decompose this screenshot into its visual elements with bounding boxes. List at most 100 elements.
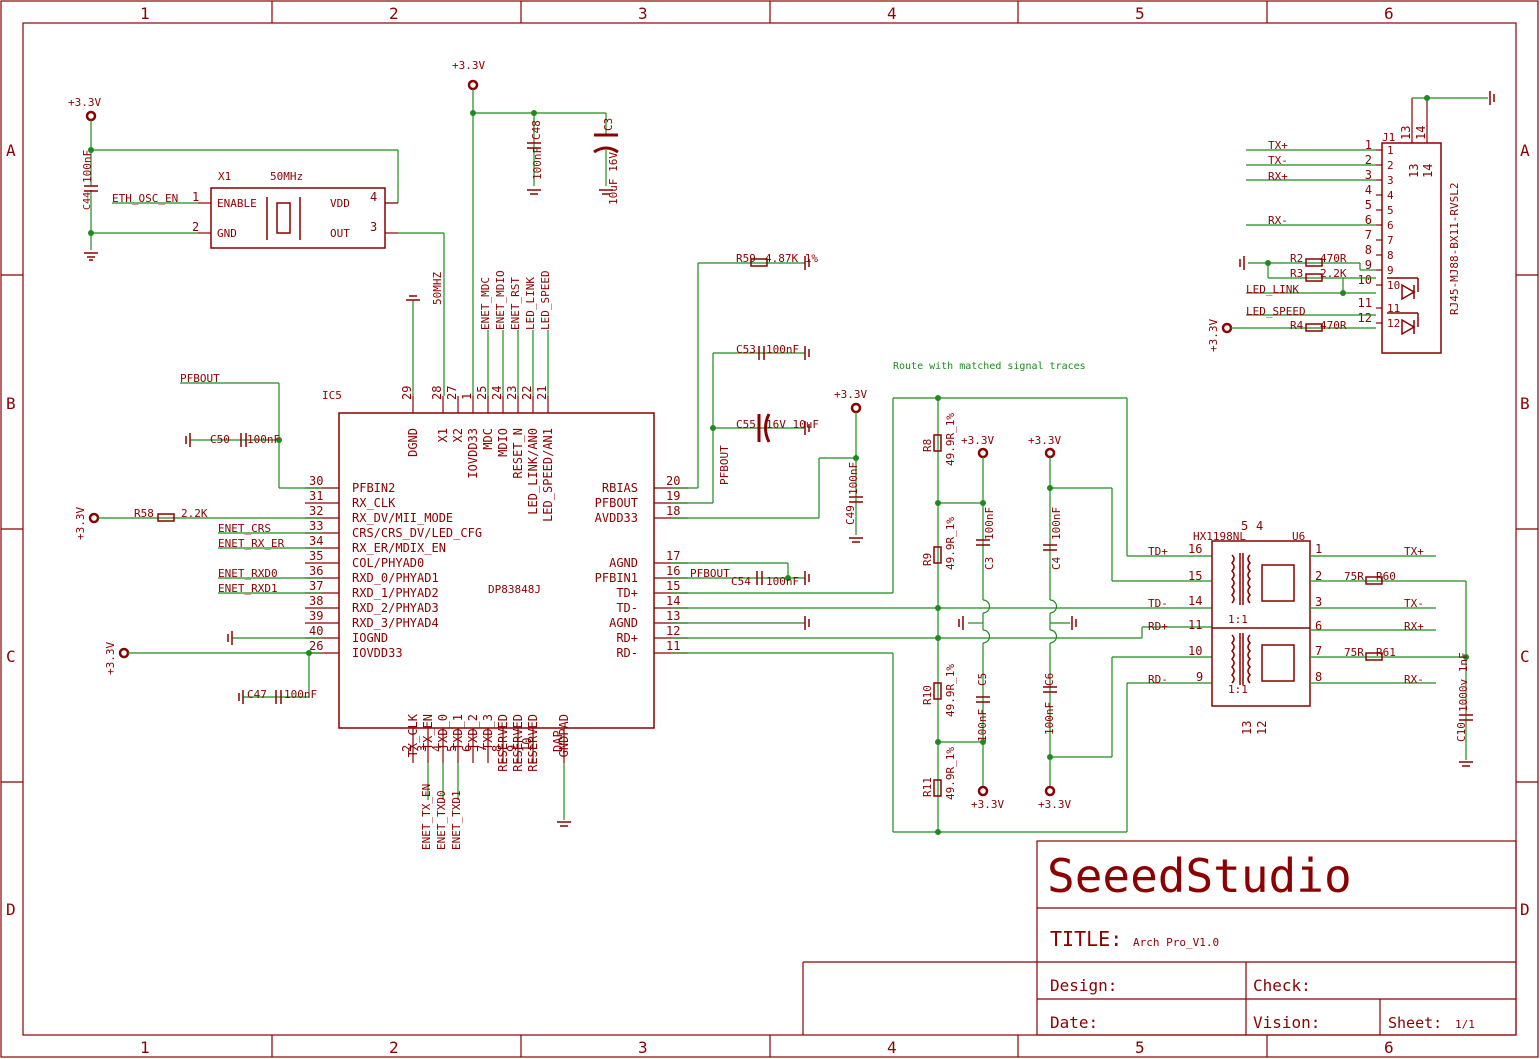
u6-pin-3: 3 xyxy=(1315,595,1322,609)
ic5-pin-name: RBIAS xyxy=(602,481,638,495)
c49-value: 100nF xyxy=(847,462,860,495)
ic5-pin-name: RXD_3/PHYAD4 xyxy=(352,616,439,630)
x1-pin-enable: ENABLE xyxy=(217,197,257,210)
ground-icon xyxy=(84,252,98,261)
power-port-icon xyxy=(467,79,479,91)
j1-pin-number: 2 xyxy=(1365,153,1372,167)
ic5-pin-number: 33 xyxy=(309,519,323,533)
net-led-link-j1: LED_LINK xyxy=(1246,283,1299,296)
j1-pin-label: 6 xyxy=(1387,219,1394,232)
ic5-pin-name: LED_LINK/AN0 xyxy=(526,428,540,515)
x1-pin3-num: 3 xyxy=(370,220,377,234)
power-label: +3.3V xyxy=(452,59,485,72)
j1-pin-number: 8 xyxy=(1365,243,1372,257)
u6-pin-14: 14 xyxy=(1188,594,1202,608)
c54-ref: C54 xyxy=(731,575,751,588)
r61-value: 75R xyxy=(1344,646,1364,659)
c50-ref: C50 xyxy=(210,433,230,446)
ic5-pin-number: 40 xyxy=(309,624,323,638)
ic5-pin-name: RXD_2/PHYAD3 xyxy=(352,601,439,615)
x1-pin1-num: 1 xyxy=(192,190,199,204)
col-label-6: 6 xyxy=(1384,4,1394,23)
x1-body xyxy=(210,187,386,249)
power-port-icon xyxy=(850,402,862,414)
ic5-pin-number: 17 xyxy=(666,549,680,563)
u6-pin-13: 13 xyxy=(1240,721,1254,735)
r8-ref: R8 xyxy=(921,439,934,452)
r11-ref: R11 xyxy=(921,777,934,797)
ground-icon xyxy=(958,616,964,630)
net-enet-mdc: ENET_MDC xyxy=(479,277,492,330)
j1-pin-label: 9 xyxy=(1387,264,1394,277)
c53-value: 100nF xyxy=(766,343,799,356)
ic5-pin-name: IOVDD33 xyxy=(466,428,480,479)
ground-icon xyxy=(238,690,244,704)
sheet-label: Sheet: xyxy=(1388,1014,1442,1032)
c10-ref: C10 xyxy=(1455,722,1468,742)
ic5-pin-number: 3 xyxy=(415,745,429,752)
title-label: TITLE: xyxy=(1050,927,1122,951)
ic5-pin-name: RXD_0/PHYAD1 xyxy=(352,571,439,585)
j1-pin-label: 3 xyxy=(1387,174,1394,187)
j1-net-tx-minus: TX- xyxy=(1268,154,1288,167)
power-label: +3.3V xyxy=(1028,434,1061,447)
power-port-icon xyxy=(85,110,97,122)
ic5-pin-number: 24 xyxy=(490,386,504,400)
transformer-icon xyxy=(1212,553,1310,685)
net-enet-txd0: ENET_TXD0 xyxy=(435,790,448,850)
c47-ref: C47 xyxy=(247,688,267,701)
col-label-2: 2 xyxy=(389,4,399,23)
row-label-b-right: B xyxy=(1520,394,1530,413)
ic5-pin-name: TXD_1 xyxy=(451,714,465,750)
ic5-pin-number: 9 xyxy=(505,745,519,752)
j1-ref: J1 xyxy=(1382,131,1395,144)
power-port-icon xyxy=(977,785,989,797)
x1-pin-vdd: VDD xyxy=(330,197,350,210)
u6-pin-9: 9 xyxy=(1196,670,1203,684)
power-port-icon xyxy=(977,447,989,459)
ic5-pin-name: TX_CLK xyxy=(406,713,420,757)
ground-icon xyxy=(804,421,810,435)
col-label-2-bottom: 2 xyxy=(389,1038,399,1057)
top-decoupling: +3.3V C48 100nF C3 10uF 16V xyxy=(452,59,620,396)
net-td-plus: TD+ xyxy=(1148,545,1168,558)
ic5-pin-number: 19 xyxy=(666,489,680,503)
design-label: Design: xyxy=(1050,976,1117,995)
u6-pin-5: 5 xyxy=(1241,519,1248,533)
vision-label: Vision: xyxy=(1253,1013,1320,1032)
ground-icon xyxy=(804,256,810,270)
ic5-pin-number: 21 xyxy=(535,386,549,400)
magnetics-u6: HX1198NL U6 1:1 1:1 16 15 14 11 10 9 1 2… xyxy=(1148,519,1473,767)
r3-value: 2.2K xyxy=(1320,267,1347,280)
c4-value: 100nF xyxy=(1050,507,1063,540)
ic5-pin-number: 35 xyxy=(309,549,323,563)
net-led-link: LED_LINK xyxy=(524,277,537,330)
c6-ref: C6 xyxy=(1043,673,1056,686)
ground-icon xyxy=(804,346,810,360)
ground-icon xyxy=(1489,91,1495,105)
ic5-pin-name: TD- xyxy=(616,601,638,615)
j1-net-rx-minus: RX- xyxy=(1268,214,1288,227)
ic5-pin-number: 39 xyxy=(309,609,323,623)
row-label-a: A xyxy=(6,141,16,160)
col-label-6-bottom: 6 xyxy=(1384,1038,1394,1057)
power-label: +3.3V xyxy=(834,388,867,401)
j1-pin-number: 3 xyxy=(1365,168,1372,182)
c50-value: 100nF xyxy=(247,433,280,446)
c55-ref: C55 xyxy=(736,418,756,431)
ground-icon xyxy=(849,537,863,543)
r11-value: 49.9R_1% xyxy=(944,747,957,800)
ic5-pin-number: 22 xyxy=(520,386,534,400)
ic5-pin-name: RD- xyxy=(616,646,638,660)
ground-icon xyxy=(1239,256,1245,270)
r59-ref: R59 xyxy=(736,252,756,265)
x1-pin-out: OUT xyxy=(330,227,350,240)
c3-ref: C3 xyxy=(602,118,615,131)
ic5-pin-name: PFBOUT xyxy=(595,496,638,510)
ic5-pin-number: 27 xyxy=(445,386,459,400)
j1-pin-number: 6 xyxy=(1365,213,1372,227)
ic5-pin-name: RX_ER/MDIX_EN xyxy=(352,541,446,555)
col-label-3-bottom: 3 xyxy=(638,1038,648,1057)
power-port-icon xyxy=(1221,322,1233,334)
